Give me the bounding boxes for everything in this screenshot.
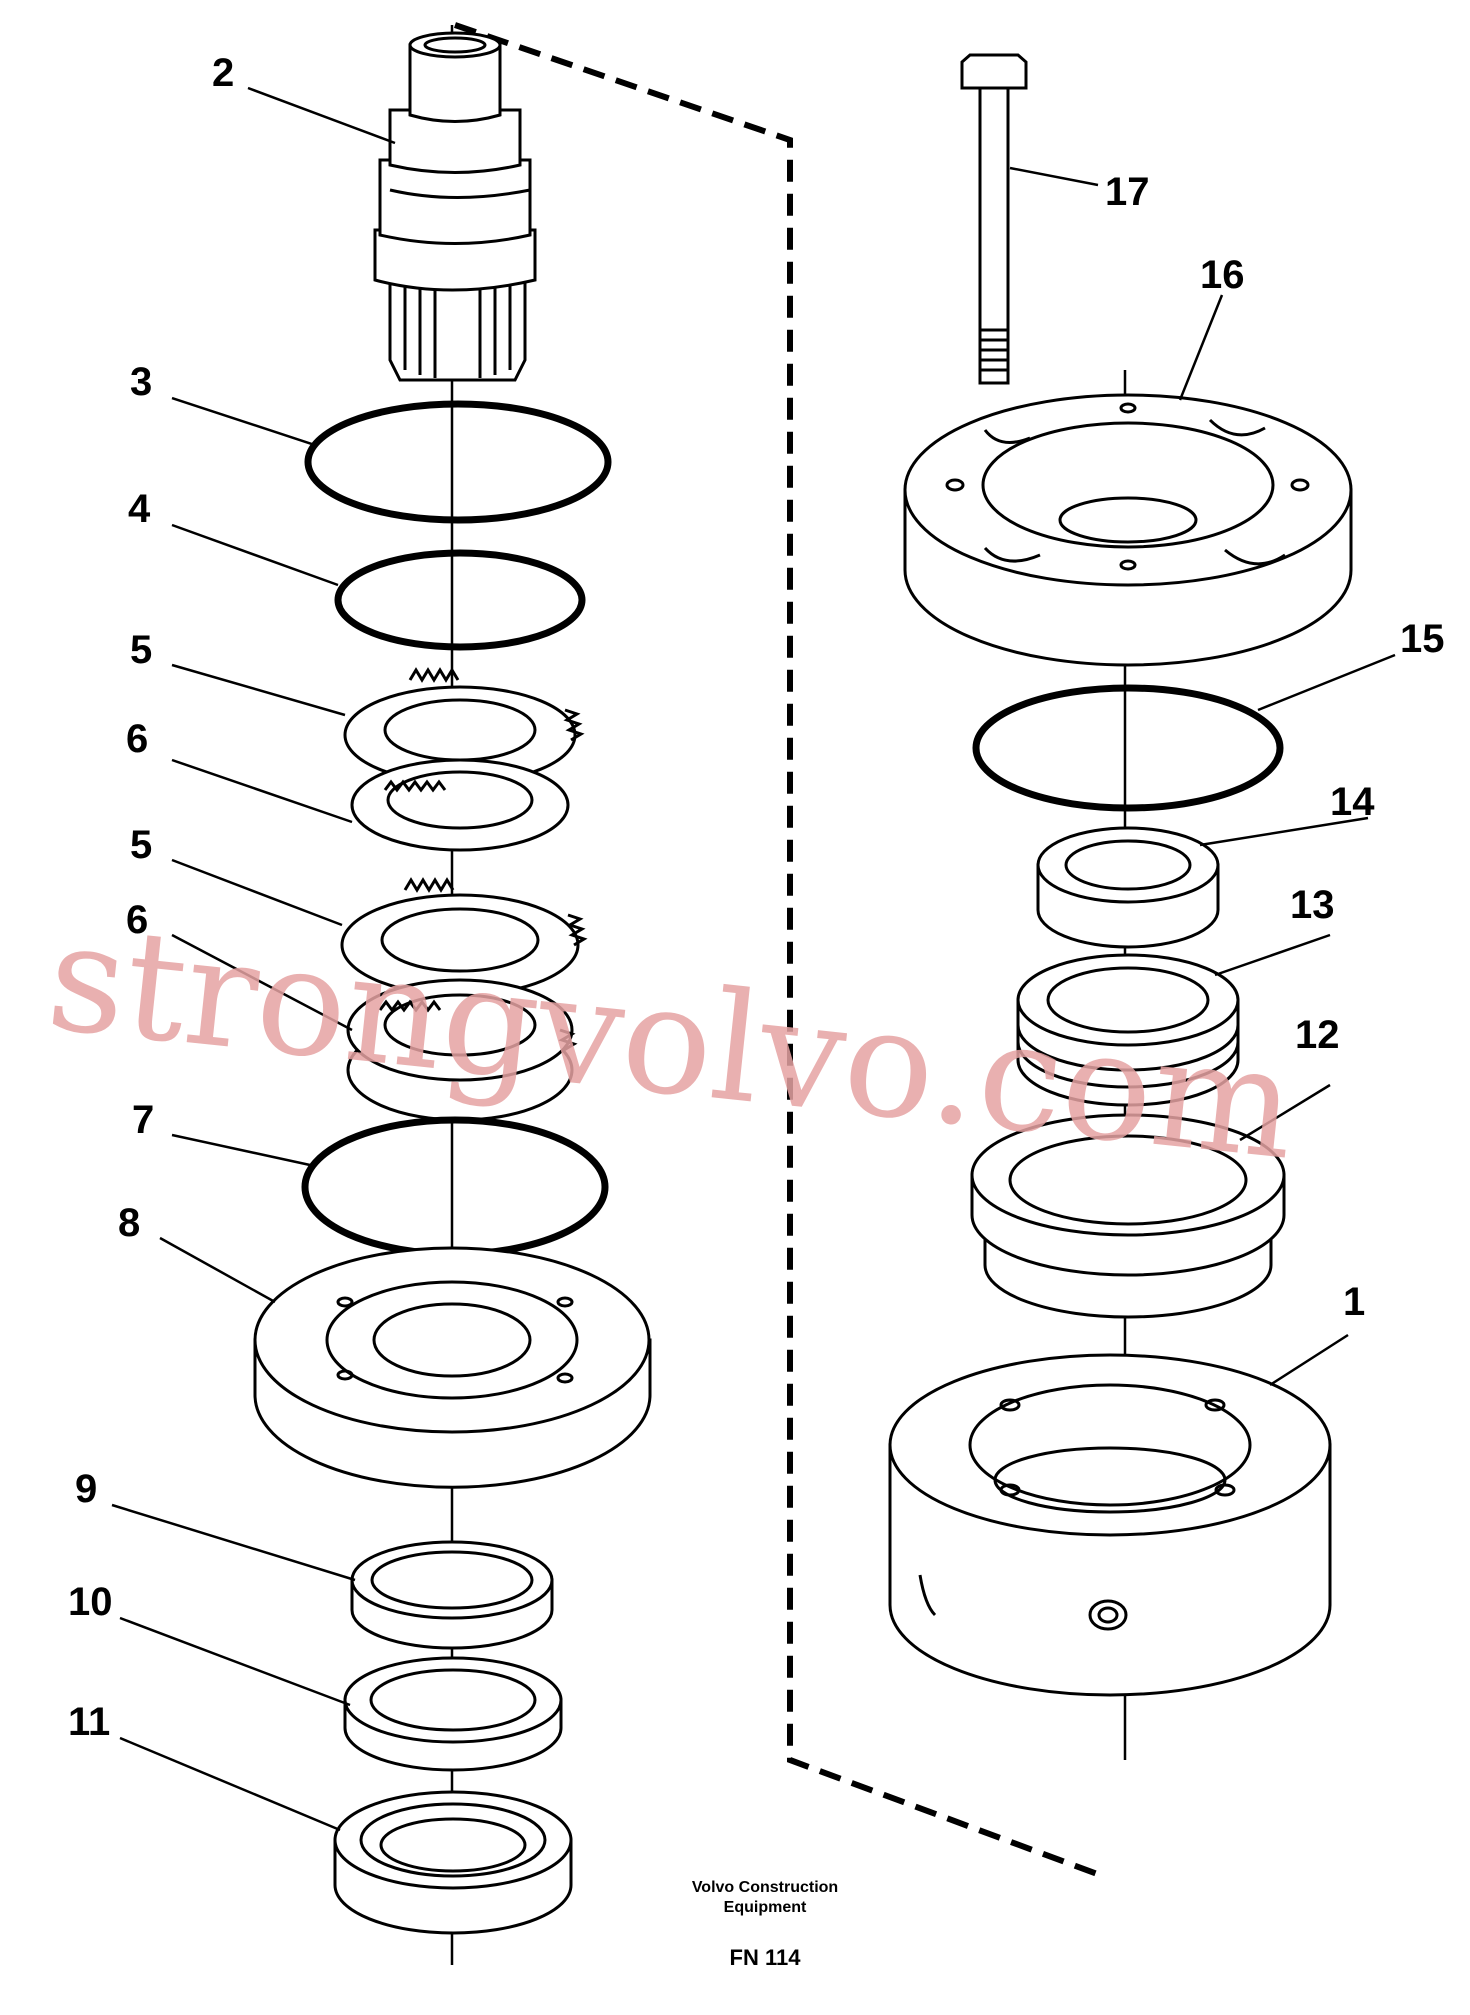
callout-11: 11 bbox=[68, 1700, 110, 1744]
leader-6a bbox=[171, 758, 353, 824]
leader-15 bbox=[1257, 653, 1396, 712]
part-7-o-ring bbox=[301, 1116, 609, 1258]
callout-6: 6 bbox=[126, 717, 148, 761]
callout-4: 4 bbox=[128, 487, 151, 531]
part-17-bolt bbox=[960, 53, 1028, 385]
leader-5a bbox=[171, 663, 346, 717]
leader-2 bbox=[247, 86, 396, 145]
leader-1 bbox=[1269, 1333, 1349, 1387]
part-5-toothed-washer-lower bbox=[340, 877, 588, 997]
callout-15: 15 bbox=[1400, 617, 1445, 661]
leader-13 bbox=[1214, 933, 1331, 977]
part-4-o-ring bbox=[334, 549, 586, 651]
figure-code: FN 114 bbox=[730, 1945, 802, 1970]
callout-14: 14 bbox=[1330, 780, 1375, 824]
leader-12 bbox=[1239, 1083, 1331, 1142]
callout-17: 17 bbox=[1105, 170, 1150, 214]
part-1-main-housing bbox=[888, 1353, 1332, 1697]
callout-8: 8 bbox=[118, 1201, 140, 1245]
leader-7 bbox=[171, 1133, 311, 1167]
callout-12: 12 bbox=[1295, 1013, 1340, 1057]
assembly-dashed-line bbox=[454, 22, 1102, 1878]
part-6-washer-lower bbox=[346, 978, 578, 1122]
callout-3: 3 bbox=[130, 360, 152, 404]
part-12-bushing bbox=[970, 1113, 1286, 1319]
leader-10 bbox=[119, 1616, 351, 1707]
maker-line-1: Volvo Construction bbox=[692, 1879, 838, 1896]
callout-6: 6 bbox=[126, 898, 148, 942]
part-2-splined-shaft bbox=[373, 31, 537, 382]
leader-4 bbox=[171, 523, 339, 587]
callout-9: 9 bbox=[75, 1467, 97, 1511]
part-16-housing bbox=[903, 393, 1353, 667]
part-15-o-ring bbox=[972, 684, 1284, 812]
leader-5b bbox=[171, 858, 343, 927]
callout-2: 2 bbox=[212, 51, 234, 95]
part-9-seal bbox=[350, 1540, 554, 1650]
leader-3 bbox=[171, 396, 316, 447]
part-11-bearing bbox=[333, 1790, 573, 1935]
leader-14 bbox=[1199, 816, 1369, 847]
leader-11 bbox=[119, 1736, 341, 1832]
part-6-washer-upper bbox=[350, 758, 570, 852]
leader-17 bbox=[1009, 166, 1099, 187]
callout-10: 10 bbox=[68, 1580, 113, 1624]
part-10-seal bbox=[343, 1656, 563, 1772]
callout-16: 16 bbox=[1200, 253, 1245, 297]
maker-line-2: Equipment bbox=[724, 1899, 807, 1916]
part-14-bearing bbox=[1036, 826, 1220, 949]
callout-7: 7 bbox=[132, 1098, 154, 1142]
part-3-o-ring bbox=[304, 400, 612, 524]
leader-8 bbox=[159, 1236, 276, 1304]
leader-9 bbox=[111, 1503, 356, 1582]
leader-6b bbox=[171, 933, 353, 1032]
callout-13: 13 bbox=[1290, 883, 1335, 927]
part-13-seal-ring bbox=[1016, 953, 1240, 1107]
part-8-flange-cover bbox=[253, 1246, 652, 1489]
leader-16 bbox=[1178, 294, 1224, 401]
callout-1: 1 bbox=[1343, 1280, 1365, 1324]
callout-5: 5 bbox=[130, 628, 152, 672]
callout-5: 5 bbox=[130, 823, 152, 867]
